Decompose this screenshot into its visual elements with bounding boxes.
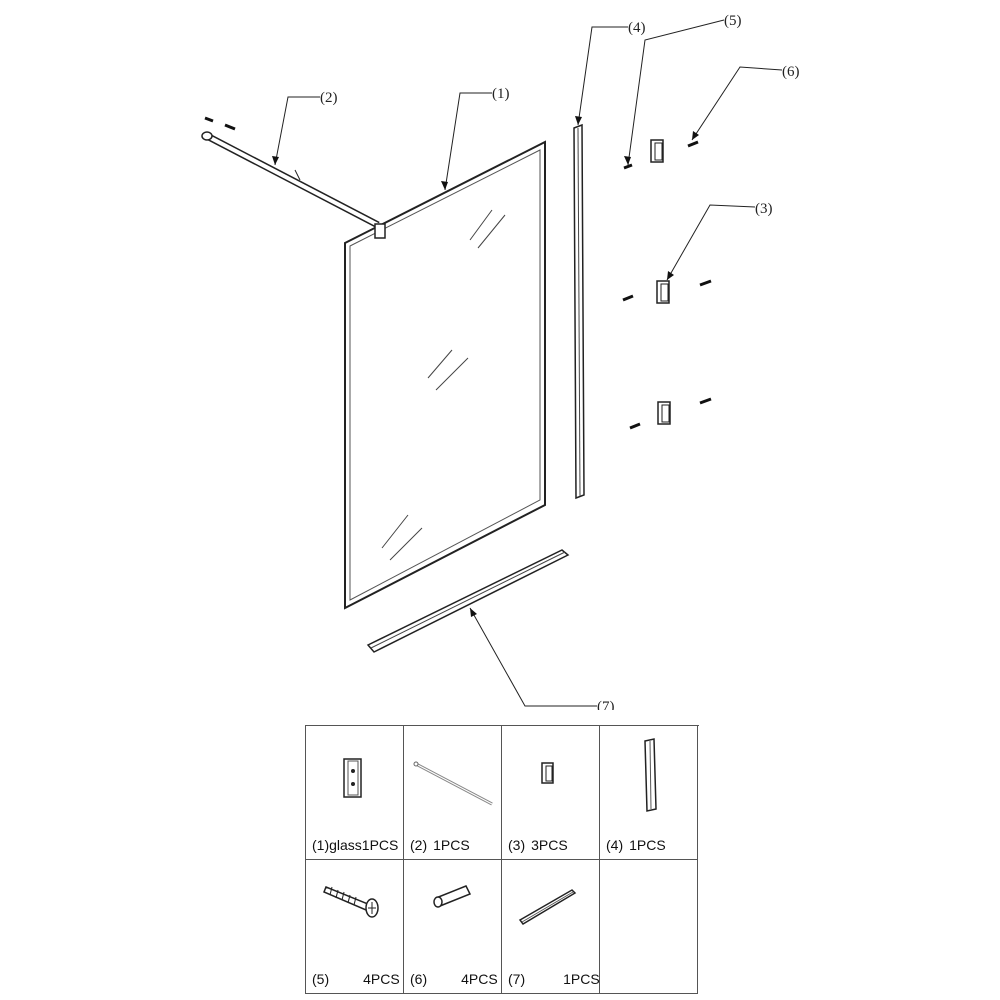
part-cell-empty [600,860,698,994]
part-cell-1: (1)glass1PCS [306,726,404,860]
part-label-1: (1)glass1PCS [312,837,399,853]
clamp-icon [541,762,554,784]
exploded-diagram: (2) (1) (4) (5) (6) (3) (7) [201,13,800,710]
glass-hinge-icon [343,758,362,798]
wall-plug-icon [433,885,472,908]
screw-icon [323,886,379,918]
part-cell-3: (3)3PCS [502,726,600,860]
wall-bracket-bottom [629,397,712,430]
part-label-4: (4)1PCS [606,837,666,853]
wall-channel-icon [644,738,657,812]
callout-1: (1) [492,86,510,102]
part-label-7: (7)1PCS [508,971,600,987]
parts-list-table: (1)glass1PCS (2)1PCS (3)3PCS (4)1PCS [305,725,699,994]
support-bar-icon [413,761,493,806]
glass-panel [344,140,546,610]
callout-5: (5) [724,13,742,29]
floor-profile [366,549,570,653]
support-bar [201,116,386,239]
part-label-2: (2)1PCS [410,837,470,853]
wall-channel [573,123,585,500]
part-cell-4: (4)1PCS [600,726,698,860]
part-label-5: (5)4PCS [312,971,400,987]
part-cell-6: (6)4PCS [404,860,502,994]
part-cell-2: (2)1PCS [404,726,502,860]
part-cell-7: (7)1PCS [502,860,600,994]
floor-profile-icon [518,889,577,925]
wall-bracket-middle [622,279,712,304]
part-cell-5: (5)4PCS [306,860,404,994]
callout-2: (2) [320,90,338,106]
callout-7: (7) [597,699,615,710]
callout-6: (6) [782,64,800,80]
callout-4: (4) [628,20,646,36]
part-label-3: (3)3PCS [508,837,568,853]
wall-bracket-top [623,139,699,170]
part-label-6: (6)4PCS [410,971,498,987]
callout-3: (3) [755,201,773,217]
